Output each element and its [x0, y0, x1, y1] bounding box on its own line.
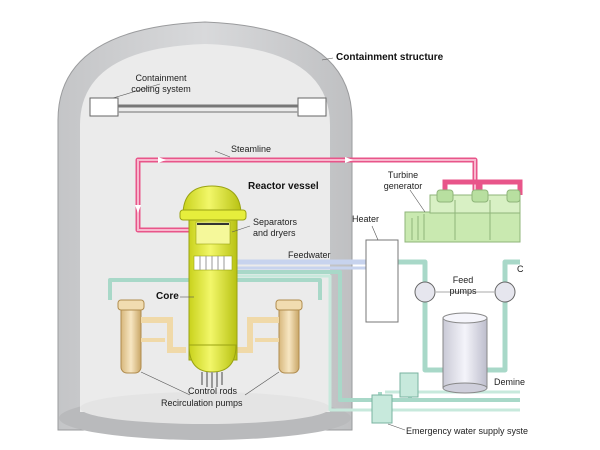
- label-containment-cooling-system: Containment cooling system: [131, 73, 191, 94]
- label-control-rods: Control rods: [188, 386, 238, 396]
- heater: [365, 225, 399, 323]
- label-demineralizer: Demine: [494, 377, 526, 387]
- label-feed-pumps: Feed pumps: [449, 275, 477, 296]
- demineralizer: [442, 312, 488, 394]
- label-core: Core: [156, 291, 179, 302]
- recirculation-pumps: [117, 299, 303, 396]
- label-separators-and-dryers: Separators and dryers: [253, 217, 298, 238]
- label-containment-structure: Containment structure: [336, 52, 444, 63]
- reactor-vessel: [179, 185, 251, 388]
- label-turbine-generator: Turbine generator: [383, 170, 423, 191]
- label-feedwater: Feedwater: [288, 250, 331, 260]
- label-condenser-partial: C: [517, 264, 524, 274]
- label-steamline: Steamline: [231, 144, 272, 154]
- turbine-generator: [404, 189, 521, 243]
- label-heater: Heater: [352, 214, 380, 224]
- label-reactor-vessel: Reactor vessel: [248, 181, 319, 192]
- feed-pumps: [414, 281, 516, 303]
- label-emergency-water-supply-system: Emergency water supply syste: [406, 426, 529, 436]
- label-recirculation-pumps: Recirculation pumps: [161, 398, 243, 408]
- containment-cooling-system: [89, 83, 327, 117]
- emergency-water-supply-system: [371, 372, 419, 431]
